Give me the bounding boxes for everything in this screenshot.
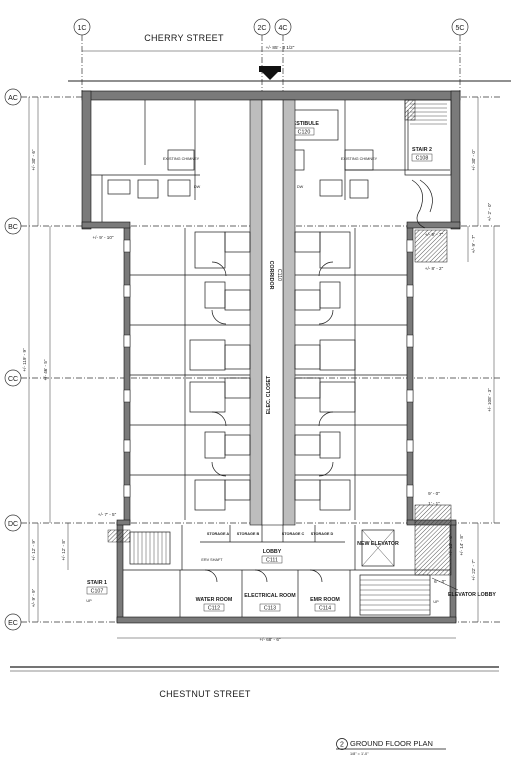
stair2-shaft [404,99,416,121]
room-emr: EMR ROOM [310,597,340,603]
dim-right-sub1: +/- 9' - 7" [425,232,444,237]
north-street-label: CHERRY STREET [144,33,224,43]
dim-right-elev2: +/- 13' - 5" [448,534,453,555]
dim-left-ac-bc: +/- 30' - 6" [31,149,36,170]
existing-chimney-east: EXISTING CHIMNEY [341,157,378,161]
erv-shaft-label: ERV SHAFT [201,558,223,562]
tag-water: C112 [208,606,220,612]
dim-left-dc-ec2: +/- 9' - 9" [31,588,36,607]
tag-stair2: C108 [416,156,429,162]
grid-label-ac: AC [8,95,18,102]
grid-label-4c: 4C [279,25,288,32]
entrance-arrow-icon [262,72,278,80]
title-number-bubble [336,738,348,750]
room-storage-a: STORAGE A [207,532,230,536]
south-block [123,525,450,617]
tag-box-lobby [261,555,283,564]
dim-left-inner-dc: +/- 12' - 8" [61,539,66,560]
tag-corridor: C110 [276,269,282,281]
tag-electrical: C113 [264,606,276,612]
room-vestibule: VESTIBULE [289,121,319,127]
stair1-landing-hatch [107,529,131,543]
dim-right-dc-b: 1' - 1" [428,501,440,506]
dim-right-sub2: +/- 8' - 2" [425,266,444,271]
tag-box-electrical [259,603,281,612]
grid-label-1c: 1C [78,25,87,32]
room-electrical: ELECTRICAL ROOM [244,593,296,599]
grid-label-ec: EC [8,620,18,627]
dim-left-dc-ec1: +/- 12' - 9" [31,539,36,560]
room-corridor: CORRIDOR [268,261,274,290]
dw-label-west: DW [194,185,201,189]
dim-left-bc-cc: +/- 46' - 5" [43,359,48,380]
room-lobby: LOBBY [263,549,282,555]
tag-emr: C114 [319,606,331,612]
unit-bands [130,228,407,520]
dim-bc-offset: +/- 9' - 10" [92,235,113,240]
grid-label-dc: DC [8,521,18,528]
grid-label-cc: CC [8,376,18,383]
title-number: 2 [340,742,344,749]
dim-right-sub1-v: +/- 9' - 7" [471,234,476,253]
south-street-label: CHESTNUT STREET [159,689,251,699]
tag-box-emr [314,603,336,612]
right-dimension-lines [467,97,495,622]
dw-label-east: DW [297,185,304,189]
corridor [249,99,296,526]
elevator-shaft-hatch [414,504,452,576]
existing-chimney-west: EXISTING CHIMNEY [163,157,200,161]
tag-stair1: C107 [91,589,104,595]
dim-right-overall: +/- 108' - 3" [487,388,492,412]
room-storage-b: STORAGE B [237,532,260,536]
room-elec-closet: ELEC. CLOSET [266,375,272,414]
dim-top-overall: +/- 85' - 3 1/2" [266,45,295,50]
up-label-lobby: UP [433,600,439,604]
grid-label-2c: 2C [258,25,267,32]
dim-dc-offset: +/- 7' - 5" [98,512,117,517]
dim-bottom-overall: +/- 68' - 6" [259,637,280,642]
grid-label-5c: 5C [456,25,465,32]
tag-box-stair2 [411,153,433,162]
room-new-elevator: NEW ELEVATOR [357,541,399,547]
room-elevator-lobby: ELEVATOR LOBBY [448,592,496,598]
dim-right-small: 6' - 0" [434,579,446,584]
plan-title: GROUND FLOOR PLAN [350,739,433,748]
plan-scale: 1/8" = 1'-0" [350,752,369,756]
room-storage-d: STORAGE D [311,532,334,536]
grid-label-bc: BC [8,224,18,231]
entrance-marker [259,66,281,72]
room-water: WATER ROOM [196,597,233,603]
elevator-lobby-leader [431,577,459,591]
dim-right-dc-a: 9' - 0" [428,491,440,496]
windows [123,239,414,498]
room-stair2: STAIR 2 [412,147,432,153]
tag-box-stair1 [86,586,108,595]
up-label-stair1: UP [86,599,92,603]
room-storage-c: STORAGE C [282,532,305,536]
grid-columns [73,18,469,92]
room-stair1: STAIR 1 [87,580,107,586]
tag-lobby: C111 [266,558,278,564]
stair-hatch-ne [414,229,448,263]
tag-vestibule: C120 [298,130,311,136]
dim-right-bottom: +/- 22' - 7" [471,559,476,580]
dim-right-sub3: +/- 2' - 0" [487,202,492,221]
dim-left-overall: +/- 119' - 9" [22,348,27,372]
dim-right-elev: +/- 14' - 8" [459,534,464,555]
tag-box-water [203,603,225,612]
dim-right-ac-bc: +/- 30' - 0" [471,149,476,170]
left-dimension-lines [28,97,69,622]
